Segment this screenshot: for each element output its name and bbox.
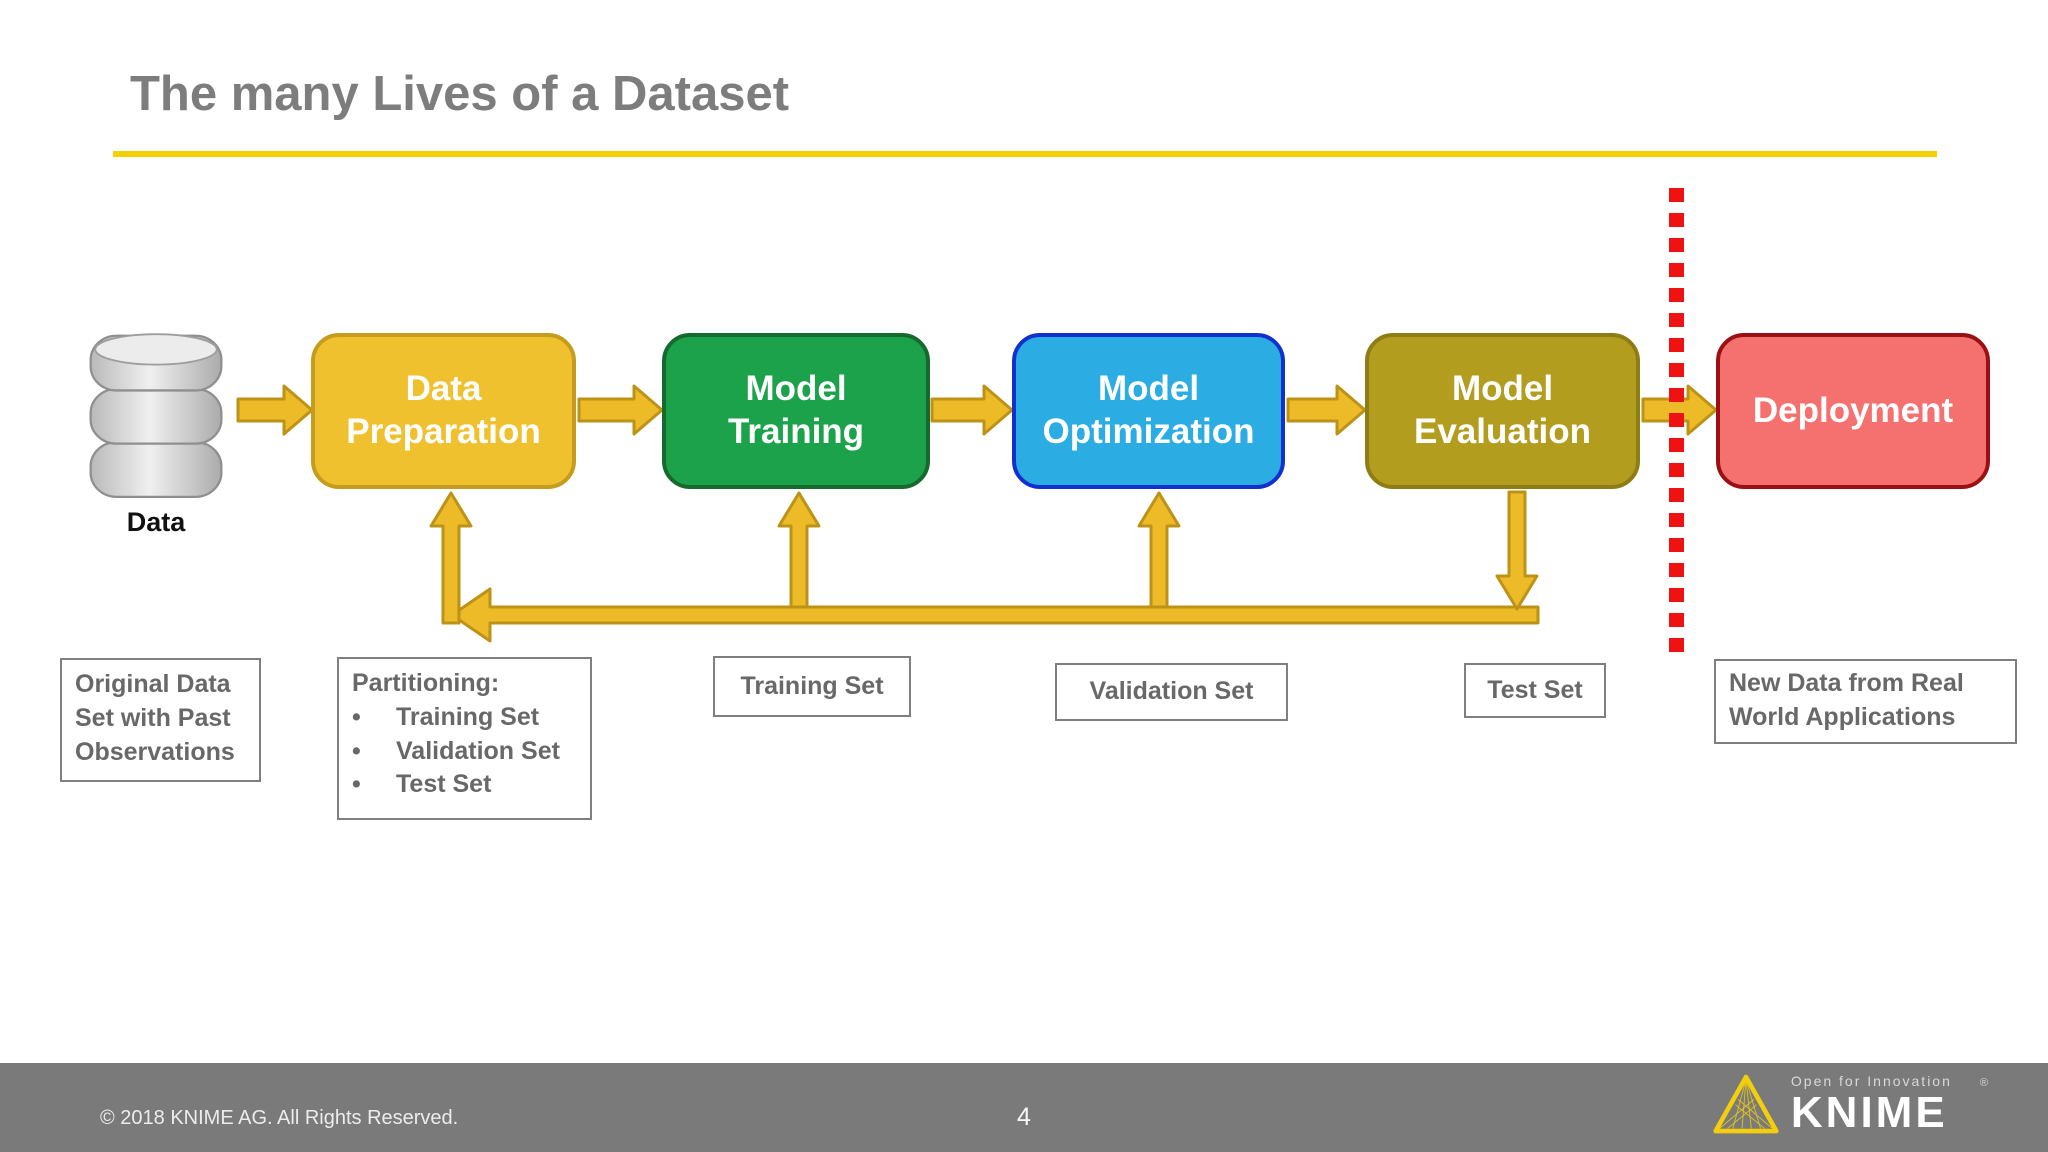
- note-partitioning-title: Partitioning:: [352, 669, 500, 697]
- page-number: 4: [1017, 1103, 1031, 1131]
- flow-box-deployment: Deployment: [1716, 333, 1990, 489]
- feedback-arrow-up-preparation: [429, 491, 473, 625]
- flow-box-label-line1: Model: [745, 369, 847, 409]
- flow-box-label-line2: Training: [727, 412, 865, 451]
- arrow-data-to-preparation: [236, 384, 314, 436]
- deployment-separator-dashed-line: [1669, 188, 1684, 662]
- note-partitioning-item-text: Validation Set: [396, 736, 560, 765]
- note-original-data: Original Data Set with Past Observations: [60, 658, 261, 782]
- note-new-data: New Data from Real World Applications: [1714, 659, 2017, 744]
- knime-triangle-icon: [1713, 1074, 1779, 1134]
- flow-box-model-evaluation: Model Evaluation: [1365, 333, 1640, 489]
- flow-box-label-line2: Evaluation: [1414, 412, 1591, 451]
- flow-box-label-line1: Model: [1097, 369, 1200, 409]
- note-partitioning-item: • Training Set: [352, 701, 577, 735]
- knime-logo-brand: KNIME: [1790, 1088, 1948, 1137]
- note-test-set: Test Set: [1464, 663, 1606, 718]
- note-new-data-text: New Data from Real World Applications: [1729, 669, 1964, 731]
- note-validation-set: Validation Set: [1055, 663, 1288, 721]
- flow-box-model-training: Model Training: [662, 333, 930, 489]
- bullet-icon: •: [352, 702, 361, 731]
- feedback-arrow-down-evaluation: [1495, 490, 1539, 611]
- note-partitioning-item: • Test Set: [352, 768, 577, 802]
- note-validation-set-text: Validation Set: [1089, 677, 1254, 706]
- bullet-icon: •: [352, 736, 361, 765]
- note-original-data-text: Original Data Set with Past Observations: [75, 670, 235, 766]
- flow-box-label-line2: Preparation: [346, 412, 541, 451]
- note-training-set-text: Training Set: [740, 671, 884, 700]
- data-source-label: Data: [126, 507, 186, 537]
- feedback-arrow-bar: [450, 587, 1540, 643]
- note-partitioning-item: • Validation Set: [352, 735, 577, 769]
- knime-logo-tagline-text: Open for Innovation: [1790, 1073, 1952, 1089]
- arrow-training-to-optimization: [930, 384, 1014, 436]
- feedback-arrow-up-optimization: [1137, 491, 1181, 609]
- data-source: Data: [78, 328, 234, 537]
- feedback-arrow-up-training: [777, 491, 821, 609]
- flow-box-label-line1: Model: [1451, 369, 1554, 409]
- flow-box-label-line1: Data: [405, 369, 482, 409]
- database-icon: [89, 333, 223, 498]
- knime-logo: Open for Innovation ® KNIME: [1713, 1073, 1990, 1135]
- registered-mark: ®: [1979, 1077, 1990, 1089]
- arrow-preparation-to-training: [577, 384, 664, 436]
- note-partitioning: Partitioning: • Training Set • Validatio…: [337, 657, 592, 820]
- flow-box-label-line1: Deployment: [1752, 390, 1954, 430]
- knime-logo-tagline: Open for Innovation ®: [1791, 1074, 1990, 1089]
- slide-title: The many Lives of a Dataset: [130, 67, 790, 121]
- flow-box-label-line2: Optimization: [1042, 412, 1255, 451]
- note-training-set: Training Set: [713, 656, 911, 717]
- note-partitioning-item-text: Training Set: [396, 702, 540, 731]
- note-partitioning-item-text: Test Set: [396, 770, 492, 799]
- footer-bar: © 2018 KNIME AG. All Rights Reserved. 4: [0, 1063, 2048, 1152]
- arrow-optimization-to-evaluation: [1286, 384, 1367, 436]
- flow-box-data-preparation: Data Preparation: [311, 333, 576, 489]
- title-underline: [113, 151, 1937, 157]
- copyright-text: © 2018 KNIME AG. All Rights Reserved.: [100, 1107, 459, 1129]
- note-test-set-text: Test Set: [1487, 675, 1583, 704]
- knime-logo-text: Open for Innovation ® KNIME: [1791, 1074, 1990, 1135]
- flow-box-model-optimization: Model Optimization: [1012, 333, 1285, 489]
- bullet-icon: •: [352, 770, 361, 799]
